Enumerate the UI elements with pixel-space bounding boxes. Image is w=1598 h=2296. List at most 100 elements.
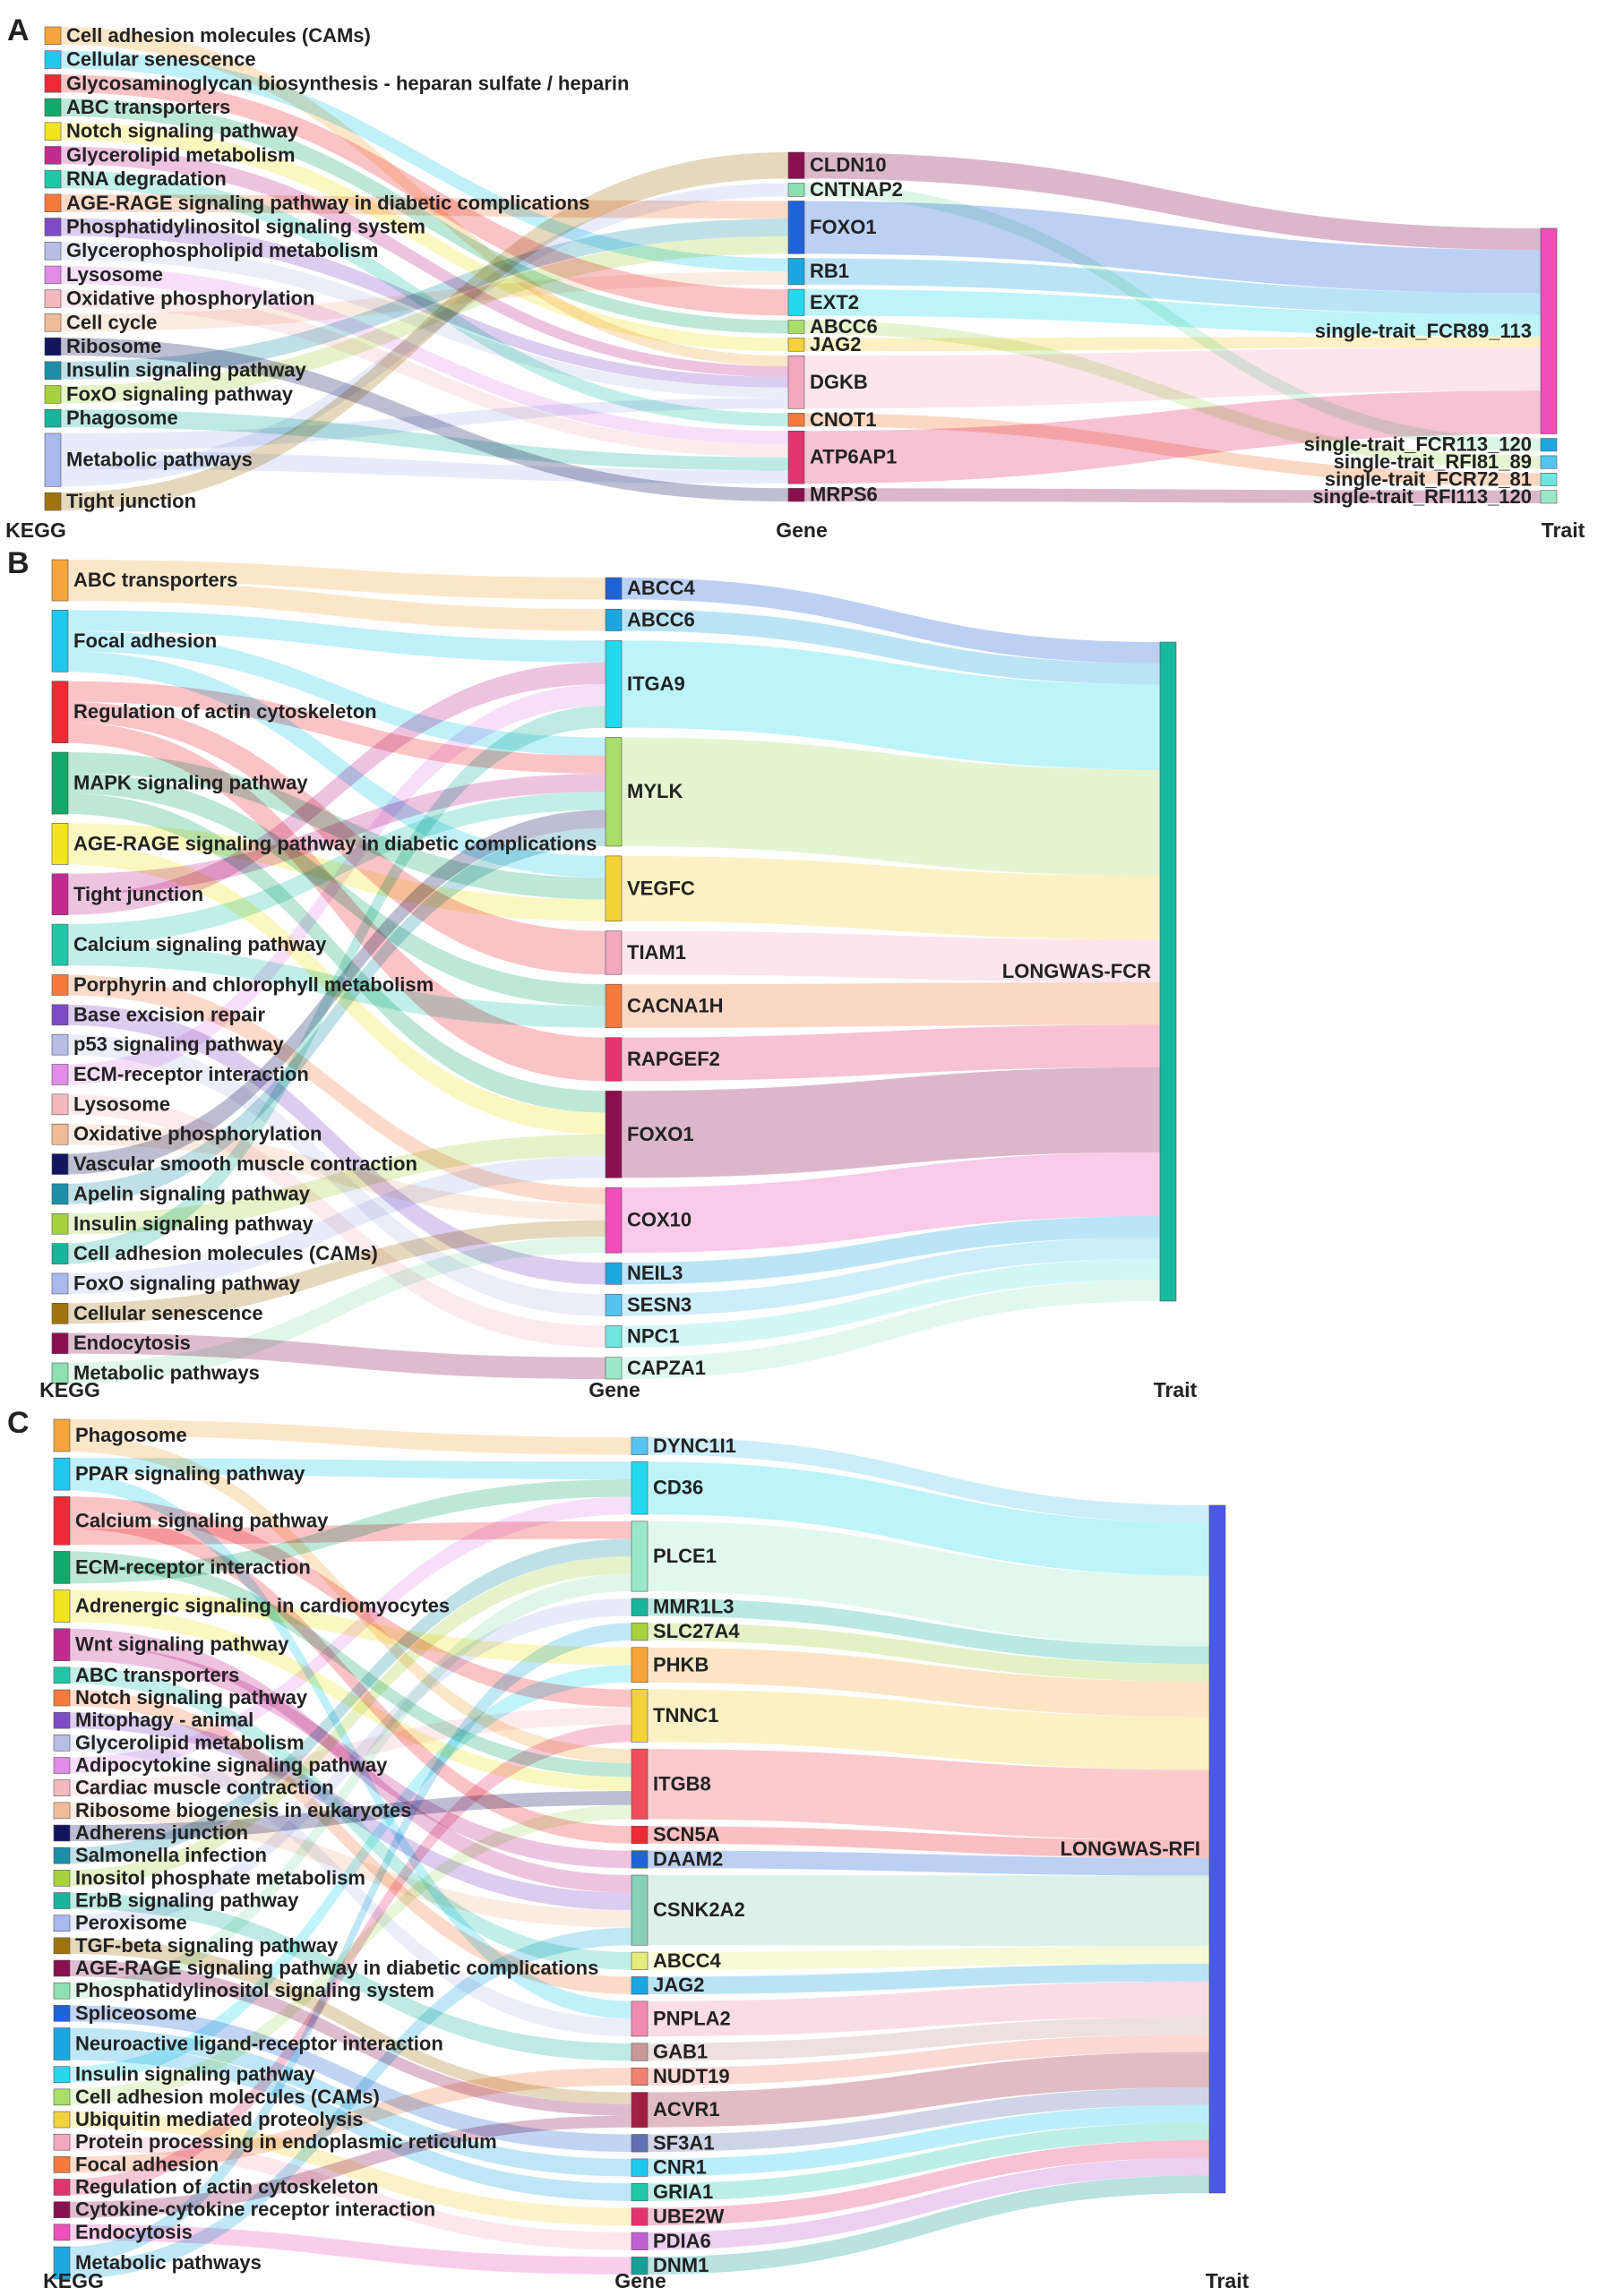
flow-gene-trait	[801, 201, 1541, 294]
flow-kegg-gene	[66, 1458, 631, 1479]
flow-gene-trait	[618, 1258, 1160, 1348]
flow-gene-trait	[618, 1216, 1160, 1285]
kegg-node	[51, 1212, 69, 1235]
kegg-node	[44, 122, 62, 141]
kegg-label: Adipocytokine signaling pathway	[75, 1754, 388, 1777]
flow-kegg-gene	[57, 50, 788, 272]
flow-kegg-gene	[64, 681, 606, 774]
gene-node	[631, 1598, 649, 1616]
gene-node	[631, 2158, 649, 2177]
kegg-node	[53, 2066, 71, 2083]
flow-gene-trait	[644, 2086, 1209, 2153]
gene-label: DGKB	[810, 371, 868, 393]
flow-kegg-gene	[57, 218, 788, 380]
gene-label: ABCC6	[810, 315, 878, 338]
flow-kegg-gene	[66, 1707, 631, 1796]
flow-gene-trait	[801, 152, 1541, 251]
flow-gene-trait	[644, 2034, 1209, 2086]
flow-kegg-gene	[64, 773, 606, 895]
gene-node	[631, 1436, 649, 1455]
kegg-node	[53, 2156, 71, 2173]
kegg-node	[53, 1551, 71, 1584]
gene-label: DNM1	[653, 2254, 709, 2276]
flow-kegg-gene	[64, 651, 606, 878]
gene-label: ITGA9	[627, 673, 685, 695]
kegg-node	[44, 26, 62, 46]
kegg-node	[53, 2179, 71, 2196]
kegg-node	[44, 313, 62, 332]
kegg-node	[53, 1870, 71, 1887]
flow-kegg-gene	[66, 1892, 631, 2061]
kegg-node	[53, 1982, 71, 2000]
kegg-label: Glycerolipid metabolism	[66, 143, 296, 166]
gene-node	[631, 1850, 649, 1869]
gene-node	[787, 430, 805, 484]
trait-label: single-trait_FCR113_120	[1304, 433, 1532, 456]
gene-node	[787, 288, 805, 316]
flows	[66, 1419, 1209, 2279]
flow-kegg-gene	[64, 974, 606, 1204]
gene-node	[631, 1647, 649, 1683]
flow-gene-trait	[644, 1875, 1209, 1947]
gene-label: JAG2	[810, 333, 861, 356]
flow-kegg-gene	[66, 2115, 631, 2218]
kegg-label: Regulation of actin cytoskeleton	[73, 700, 377, 723]
gene-label: RB1	[810, 260, 849, 282]
flow-kegg-gene	[64, 1156, 606, 1294]
kegg-label: Adherens junction	[75, 1821, 248, 1844]
flow-kegg-gene	[64, 684, 606, 1085]
flow-gene-trait	[644, 1749, 1209, 1841]
kegg-label: Endocytosis	[75, 2221, 193, 2243]
gene-node	[605, 855, 623, 922]
gene-label: TIAM1	[627, 941, 686, 964]
kegg-label: TGF-beta signaling pathway	[75, 1934, 339, 1957]
kegg-node	[51, 974, 69, 996]
flow-gene-trait	[618, 1067, 1160, 1178]
kegg-label: ABC transporters	[73, 569, 237, 591]
flow-kegg-gene	[66, 1735, 631, 2036]
flow-kegg-gene	[57, 99, 788, 334]
kegg-label: Cytokine-cytokine receptor interaction	[75, 2198, 435, 2221]
kegg-label: Tight junction	[66, 490, 196, 512]
flow-gene-trait	[801, 390, 1541, 484]
kegg-label: Glycerophospholipid metabolism	[66, 239, 378, 261]
gene-node	[631, 1976, 649, 1995]
kegg-node	[44, 242, 62, 261]
gene-node	[605, 1090, 623, 1178]
gene-node	[605, 608, 623, 631]
gene-label: NEIL3	[627, 1262, 683, 1284]
kegg-label: Focal adhesion	[73, 630, 217, 652]
kegg-node	[51, 1332, 69, 1354]
axis-label: Gene	[614, 2269, 666, 2292]
kegg-label: Mitophagy - animal	[75, 1709, 253, 1731]
gene-node	[631, 2134, 649, 2153]
flow-kegg-gene	[64, 1332, 606, 1379]
kegg-label: Ribosome	[66, 335, 161, 357]
gene-node	[631, 1748, 649, 1820]
flow-gene-trait	[644, 1981, 1209, 2036]
flow-kegg-gene	[66, 1496, 631, 1708]
gene-label: CNR1	[653, 2156, 707, 2179]
kegg-label: RNA degradation	[66, 167, 227, 190]
kegg-label: AGE-RAGE signaling pathway in diabetic c…	[66, 192, 589, 214]
kegg-label: Calcium signaling pathway	[75, 1509, 329, 1531]
trait-label: single-trait_RFI81_89	[1334, 450, 1532, 473]
kegg-node	[53, 1735, 71, 1752]
flow-gene-trait	[801, 258, 1541, 315]
flow-kegg-gene	[66, 1512, 631, 1844]
trait-node	[1540, 227, 1558, 434]
gene-node	[631, 2182, 649, 2202]
flow-gene-trait	[644, 1964, 1209, 1995]
flow-kegg-gene	[66, 1927, 631, 2279]
kegg-label: Phagosome	[66, 407, 178, 429]
kegg-label: Neuroactive ligand-receptor interaction	[75, 2033, 443, 2055]
trait-node	[1540, 472, 1558, 486]
flow-gene-trait	[644, 2104, 1209, 2177]
kegg-label: ErbB signaling pathway	[75, 1889, 299, 1912]
flow-kegg-gene	[57, 289, 788, 458]
kegg-label: Insulin signaling pathway	[66, 359, 306, 381]
kegg-node	[53, 2027, 71, 2060]
kegg-label: Cellular senescence	[66, 48, 256, 71]
flow-kegg-gene	[66, 1573, 631, 2000]
kegg-node	[51, 873, 69, 916]
